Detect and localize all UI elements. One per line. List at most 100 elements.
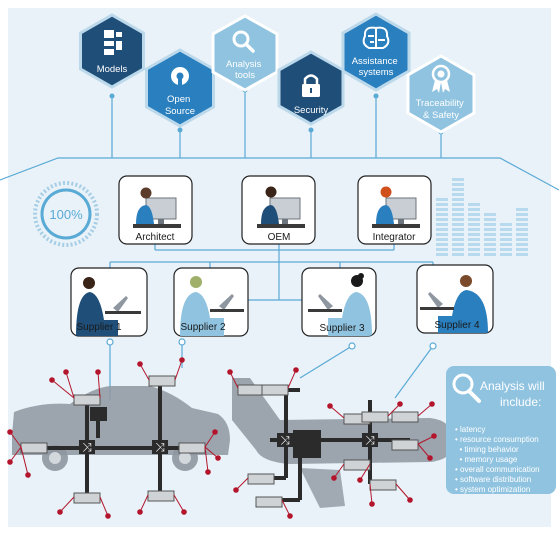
equalizer-bar-segment: [484, 253, 496, 256]
equalizer-bar-segment: [516, 208, 528, 211]
equalizer-bar-segment: [484, 213, 496, 216]
equalizer-bar-segment: [452, 233, 464, 236]
sensor-link: [174, 359, 183, 381]
equalizer-bar-segment: [468, 223, 480, 226]
sensor-link: [387, 403, 401, 417]
ecu-module: [255, 496, 283, 508]
airplane-switches: ⤨ ⤨: [277, 433, 378, 447]
sensor-link: [281, 499, 291, 517]
ecu-module: [247, 473, 275, 485]
equalizer-bar-segment: [500, 253, 512, 256]
ecu-module: [73, 394, 101, 406]
car-switches: ⤨ ⤨: [79, 440, 168, 454]
sensor-link: [9, 431, 22, 448]
ecu-module: [73, 492, 101, 504]
hex-open-source-label: Open Source: [165, 94, 195, 117]
panel-title-line1: Analysis will: [480, 379, 545, 393]
equalizer-bar-segment: [484, 218, 496, 221]
sensor-link: [204, 446, 219, 459]
sensor-node: [369, 501, 375, 507]
sensor-link: [9, 446, 22, 463]
equalizer-bar-segment: [436, 243, 448, 246]
equalizer-bar-segment: [452, 213, 464, 216]
ecu-module: [237, 384, 265, 396]
panel-item-communication: • overall communication: [455, 465, 540, 474]
progress-label: 100%: [49, 207, 83, 222]
panel-item-software: • software distribution: [455, 475, 531, 484]
equalizer-bar-segment: [516, 213, 528, 216]
supplier-3-label: Supplier 3: [319, 323, 364, 334]
sensor-node: [63, 369, 69, 375]
equalizer-bar-segment: [516, 253, 528, 256]
oem-illustration: [257, 186, 305, 228]
equalizer-bar-segment: [468, 238, 480, 241]
airplane-sensor-nodes: [227, 367, 437, 519]
equalizer-bar-segment: [452, 183, 464, 186]
equalizer-bar-segment: [484, 248, 496, 251]
equalizer-bar-segment: [468, 253, 480, 256]
hex-traceability-safety: Traceability & Safety: [406, 54, 476, 134]
equalizer-bar-segment: [452, 228, 464, 231]
sensor-link: [51, 379, 75, 399]
sensor-node: [181, 509, 187, 515]
sensor-node: [407, 497, 413, 503]
sensor-node: [179, 357, 185, 363]
equalizer-bar-segment: [436, 203, 448, 206]
equalizer-bar-segment: [484, 243, 496, 246]
panel-item-timing: • timing behavior: [455, 445, 519, 454]
ecu-module: [147, 490, 175, 502]
hex-models: Models: [79, 13, 145, 89]
sensor-link: [204, 446, 209, 473]
supplier-1-card: Supplier 1: [70, 267, 148, 337]
equalizer-bar-segment: [452, 223, 464, 226]
hex-security-label: Security: [294, 105, 329, 116]
equalizer-bar-segment: [436, 248, 448, 251]
supplier-4-label: Supplier 4: [434, 320, 479, 331]
sensor-node: [331, 475, 337, 481]
sensor-node: [137, 509, 143, 515]
sensor-link: [139, 363, 150, 381]
equalizer-bar-segment: [516, 223, 528, 226]
sensor-node: [212, 429, 218, 435]
sensor-link: [329, 405, 345, 419]
connector-lines: [0, 90, 559, 400]
sensor-node: [25, 472, 31, 478]
sensor-link: [359, 463, 371, 481]
equalizer-bar-segment: [484, 238, 496, 241]
ecu-module: [391, 439, 419, 451]
integrator-illustration: [372, 186, 420, 228]
award-ribbon-icon: [431, 64, 451, 93]
progress-ring: 100%: [33, 181, 99, 247]
sensor-node: [7, 459, 13, 465]
panel-magnifier-icon: [452, 373, 481, 403]
equalizer-bar-segment: [436, 208, 448, 211]
equalizer-bar-segment: [484, 228, 496, 231]
equalizer-bar-segment: [452, 243, 464, 246]
car-sensor-nodes: [7, 357, 221, 519]
svg-text:⤨: ⤨: [155, 440, 165, 454]
magnifier-icon: [232, 30, 255, 53]
sensor-link: [395, 483, 411, 501]
sensor-node: [57, 509, 63, 515]
ecu-module: [261, 384, 289, 396]
sensor-link: [287, 369, 297, 389]
car-network: ⤨ ⤨: [7, 357, 230, 519]
equalizer-bar-segment: [452, 208, 464, 211]
supplier-4-card: Supplier 4: [416, 264, 494, 334]
oem-card: OEM: [241, 175, 316, 245]
sensor-node: [293, 367, 299, 373]
panel-item-resource: • resource consumption: [455, 435, 539, 444]
airplane-ecu-modules: [237, 384, 419, 508]
equalizer-bar-segment: [500, 228, 512, 231]
equalizer-bar-segment: [436, 218, 448, 221]
sensor-link: [417, 435, 435, 445]
hex-models-label: Models: [97, 64, 128, 75]
supplier-4-illustration: [420, 275, 488, 333]
car-ecu-modules: [20, 375, 206, 504]
equalizer-bar-segment: [452, 188, 464, 191]
equalizer-bar-segment: [436, 238, 448, 241]
equalizer-bar-segment: [452, 248, 464, 251]
architect-illustration: [133, 187, 181, 228]
